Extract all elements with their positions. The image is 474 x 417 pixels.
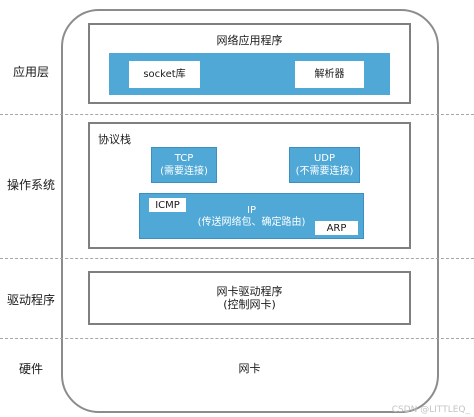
udp-name: UDP <box>313 153 336 164</box>
nic-driver-box: 网卡驱动程序 (控制网卡) <box>88 271 411 325</box>
layer-label-driver: 驱动程序 <box>6 293 55 307</box>
layer-label-os: 操作系统 <box>6 178 55 192</box>
protocol-stack-title: 协议栈 <box>98 133 131 146</box>
network-application-title: 网络应用程序 <box>216 34 283 47</box>
tcp-box: TCP (需要连接) <box>151 147 217 183</box>
layer-label-hardware: 硬件 <box>18 362 43 376</box>
nic-driver-title: 网卡驱动程序 <box>216 285 283 298</box>
layer-label-app: 应用层 <box>12 65 49 79</box>
layer-divider-driver-hardware <box>0 338 474 339</box>
nic-label: 网卡 <box>238 362 261 375</box>
ip-note: (传送网络包、确定路由) <box>197 217 306 228</box>
tcp-name: TCP <box>174 153 194 164</box>
arp-box: ARP <box>315 221 358 235</box>
socket-library: socket库 <box>129 61 200 88</box>
ip-box: IP (传送网络包、确定路由) ICMP ARP <box>139 193 364 239</box>
udp-note: (不需要连接) <box>295 166 354 177</box>
layer-divider-app-os <box>0 114 474 115</box>
tcp-note: (需要连接) <box>160 166 208 177</box>
network-application-box: 网络应用程序 socket库 解析器 <box>88 23 411 104</box>
protocol-stack-box: 协议栈 TCP (需要连接) UDP (不需要连接) IP (传送网络包、确定路… <box>88 122 411 249</box>
resolver: 解析器 <box>295 61 364 88</box>
nic-driver-note: (控制网卡) <box>223 298 276 311</box>
ip-name: IP <box>247 205 256 216</box>
watermark: CSDN @LITTLEQ_ <box>391 405 470 415</box>
icmp-box: ICMP <box>149 198 186 212</box>
layer-divider-os-driver <box>0 258 474 259</box>
udp-box: UDP (不需要连接) <box>289 147 360 183</box>
app-libraries-panel: socket库 解析器 <box>109 53 390 95</box>
